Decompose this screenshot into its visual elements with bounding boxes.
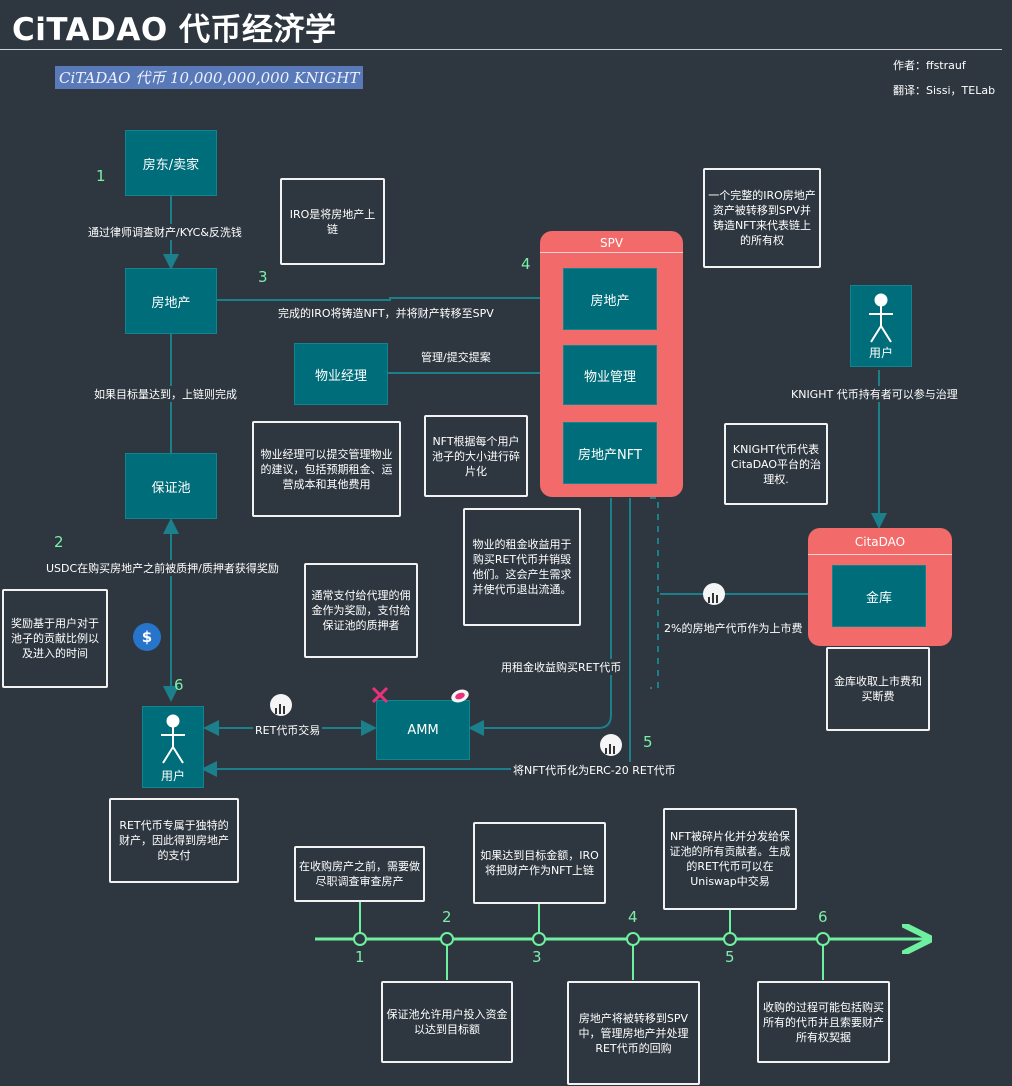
landlord-node[interactable]: 房东/卖家 — [125, 130, 217, 196]
timeline-note-3: 如果达到目标金额，IRO将把财产作为NFT上链 — [473, 822, 606, 904]
timeline-number-5: 5 — [725, 948, 735, 966]
usdc-coin-icon: $ — [133, 623, 161, 651]
edge-nft-amm — [468, 498, 612, 736]
note-iro: IRO是将房地产上链 — [280, 178, 385, 265]
page-title: CiTADAO 代币经济学 — [12, 12, 337, 48]
timeline-number-6: 6 — [818, 908, 828, 926]
step-number-3: 3 — [258, 268, 268, 286]
timeline-note-6: 收购的过程可能包括购买所有的代币并且索要财产所有权契据 — [757, 981, 890, 1063]
note-ret-exclusive: RET代币专属于独特的财产，因此得到房地产的支付 — [109, 798, 239, 883]
label-kyc: 通过律师调查财产/KYC&反洗钱 — [86, 224, 244, 240]
user-right-label: 用户 — [868, 346, 893, 360]
author-credit: 作者：ffstrauf — [893, 59, 966, 72]
note-commission: 通常支付给代理的佣金作为奖励，支付给保证池的质押者 — [304, 563, 418, 658]
ret-token-icon-trade — [270, 694, 292, 716]
header-divider — [0, 49, 1002, 50]
spv-real-estate-node[interactable]: 房地产 — [563, 268, 657, 330]
step-number-1: 1 — [96, 167, 106, 185]
guarantee-pool-node[interactable]: 保证池 — [125, 453, 217, 519]
timeline-number-2: 2 — [442, 908, 452, 926]
label-listing-fee: 2%的房地产代币作为上市费 — [662, 620, 805, 636]
timeline-note-1: 在收购房产之前，需要做尽职调查审查房产 — [294, 846, 425, 902]
spv-property-mgmt-node[interactable]: 物业管理 — [563, 345, 657, 405]
label-usdc-stake: USDC在购买房地产之前被质押/质押者获得奖励 — [44, 560, 281, 576]
timeline-dot-6 — [816, 932, 830, 946]
label-buy-ret: 用租金收益购买RET代币 — [499, 659, 624, 675]
label-iro-done: 完成的IRO将铸造NFT，并将财产转移至SPV — [276, 305, 496, 321]
citadao-title-divider — [808, 554, 952, 555]
note-spv-nft: 一个完整的IRO房地产资产被转移到SPV并铸造NFT来代表链上的所有权 — [703, 168, 821, 268]
user-left-node[interactable]: 用户 — [142, 706, 204, 788]
step-number-4: 4 — [521, 255, 531, 273]
ret-token-icon-fee — [703, 583, 725, 605]
note-treasury-fee: 金库收取上市费和买断费 — [826, 647, 930, 731]
token-supply-subtitle: CiTADAO 代币 10,000,000,000 KNIGHT — [55, 66, 364, 89]
timeline-dot-5 — [723, 932, 737, 946]
treasury-node[interactable]: 金库 — [832, 565, 926, 627]
citadao-title: CitaDAO — [854, 535, 906, 549]
spv-nft-node[interactable]: 房地产NFT — [563, 422, 657, 484]
timeline-note-5: NFT被碎片化并分发给保证池的所有贡献者。生成的RET代币可以在Uniswap中… — [663, 808, 797, 910]
timeline-note-2: 保证池允许用户投入资金以达到目标额 — [381, 981, 513, 1063]
amm-node[interactable]: AMM — [376, 700, 470, 760]
timeline-dot-3 — [532, 932, 546, 946]
user-right-node[interactable]: 用户 — [850, 285, 912, 367]
spv-title-divider — [540, 252, 683, 253]
label-nft-erc20: 将NFT代币化为ERC-20 RET代币 — [511, 762, 678, 778]
note-knight: KNIGHT代币代表CitaDAO平台的治理权. — [724, 423, 828, 505]
step-number-2: 2 — [54, 533, 64, 551]
sushi-icon — [449, 687, 471, 705]
step-number-6: 6 — [174, 676, 184, 694]
timeline-number-4: 4 — [628, 908, 638, 926]
timeline-number-3: 3 — [532, 948, 542, 966]
timeline-dot-4 — [626, 932, 640, 946]
label-governance: KNIGHT 代币持有者可以参与治理 — [789, 386, 960, 402]
translator-credit: 翻译：Sissi，TELab — [893, 84, 996, 97]
user-left-label: 用户 — [160, 769, 185, 783]
label-ret-trade: RET代币交易 — [253, 722, 323, 738]
step-number-5: 5 — [643, 733, 653, 751]
ret-token-icon-erc20 — [600, 734, 622, 756]
edge-dashed-bracket — [650, 497, 659, 689]
uniswap-icon — [371, 686, 389, 704]
note-reward: 奖励基于用户对于池子的贡献比例以及进入的时间 — [2, 589, 108, 688]
timeline-note-4: 房地产将被转移到SPV中，管理房地产并处理RET代币的回购 — [567, 981, 700, 1085]
timeline-dot-1 — [353, 932, 367, 946]
timeline-dot-2 — [440, 932, 454, 946]
spv-title: SPV — [599, 236, 624, 250]
property-manager-node[interactable]: 物业经理 — [294, 343, 388, 405]
label-target-reached: 如果目标量达到，上链则完成 — [92, 386, 239, 402]
note-rent: 物业的租金收益用于购买RET代币并销毁他们。这会产生需求并使代币退出流通。 — [463, 508, 581, 626]
label-manage: 管理/提交提案 — [419, 349, 493, 365]
user-left-icon — [161, 714, 185, 764]
user-right-icon — [869, 293, 893, 343]
real-estate-node[interactable]: 房地产 — [125, 268, 217, 334]
timeline-number-1: 1 — [355, 948, 365, 966]
note-pm-proposal: 物业经理可以提交管理物业的建议，包括预期租金、运营成本和其他费用 — [252, 421, 401, 517]
note-nft-fraction: NFT根据每个用户池子的大小进行碎片化 — [424, 415, 528, 497]
edge-realestate-spv — [216, 290, 562, 306]
